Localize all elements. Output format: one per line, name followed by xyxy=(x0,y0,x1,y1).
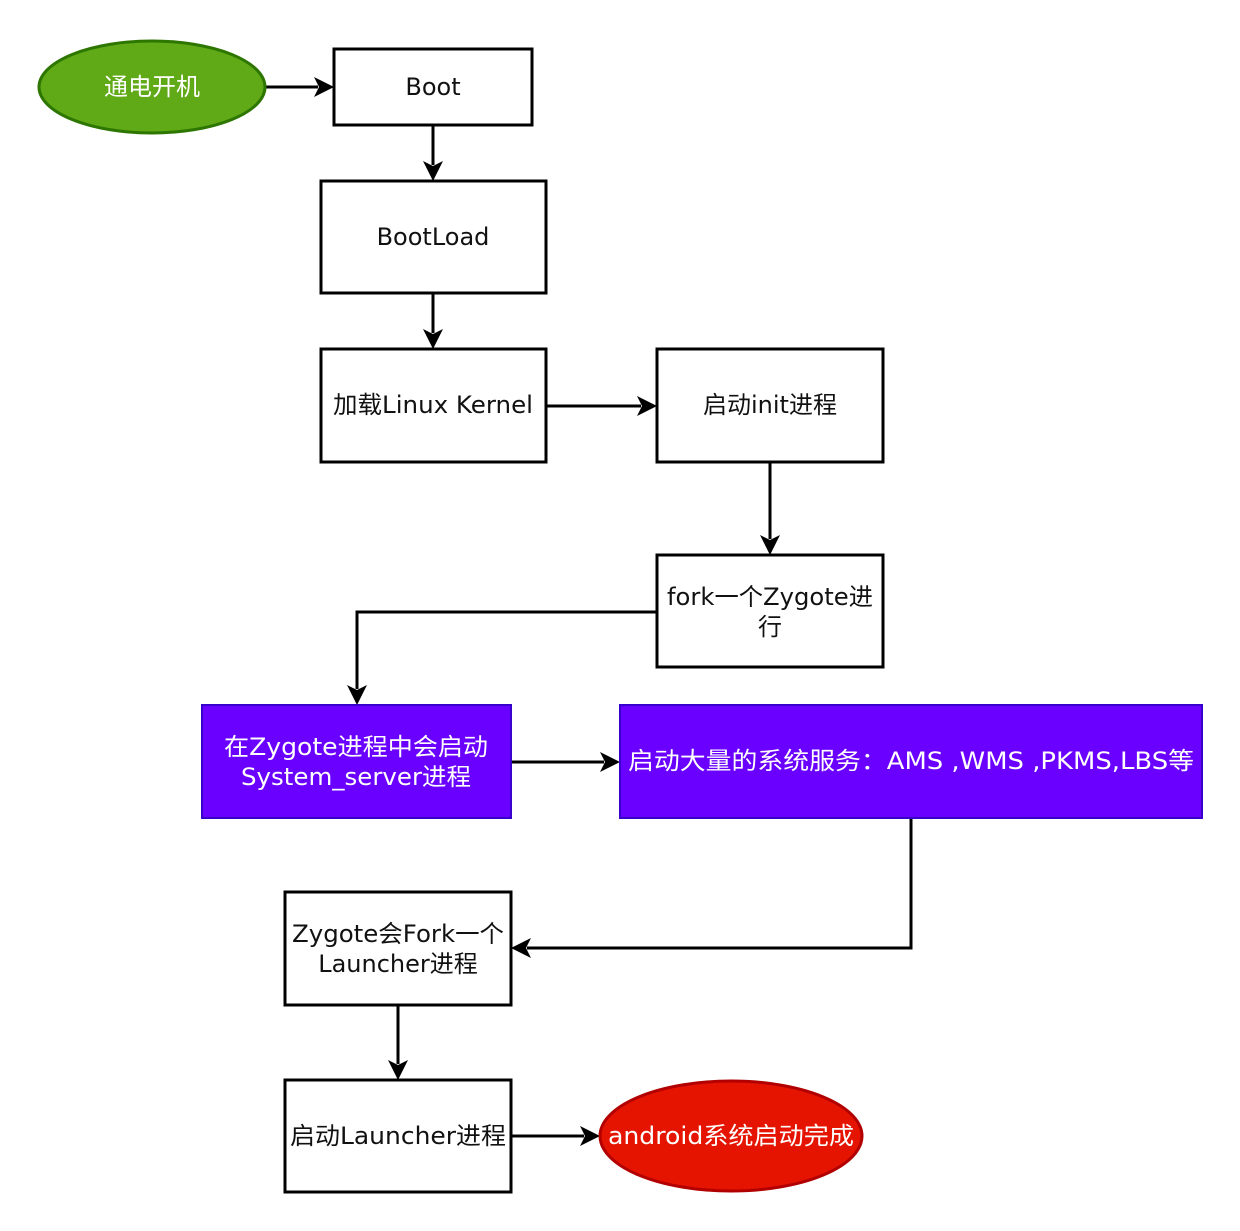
node-power-on: 通电开机 xyxy=(37,39,267,135)
node-boot-complete: android系统启动完成 xyxy=(598,1079,864,1193)
node-load-kernel: 加载Linux Kernel xyxy=(319,347,548,464)
node-bootload: BootLoad xyxy=(319,179,548,295)
edge-launcher-to-boot-complete xyxy=(511,1126,600,1146)
bootload-box xyxy=(319,179,548,295)
fork-zygote-box xyxy=(655,553,885,669)
boot-label: Boot xyxy=(405,73,460,101)
node-start-system-server: 在Zygote进程中会启动 System_server进程 xyxy=(201,704,512,819)
edges xyxy=(266,77,913,1146)
node-boot: Boot xyxy=(332,47,534,127)
edge-init-to-fork-zygote xyxy=(760,462,780,555)
power-on-label: 通电开机 xyxy=(104,73,200,101)
edge-system-server-to-services xyxy=(511,752,620,772)
boot-box xyxy=(332,47,534,127)
start-services-label: 启动大量的系统服务：AMS ,WMS ,PKMS,LBS等 xyxy=(628,747,1194,775)
power-on-ellipse xyxy=(37,39,267,135)
load-kernel-box xyxy=(319,347,548,464)
fork-launcher-label-line-2: Launcher进程 xyxy=(318,950,478,978)
edge-bootload-to-kernel xyxy=(423,293,443,349)
load-kernel-label: 加载Linux Kernel xyxy=(333,391,533,419)
node-start-init: 启动init进程 xyxy=(655,347,885,464)
edge-kernel-to-init xyxy=(546,396,657,416)
edge-services-to-fork-launcher xyxy=(511,818,913,958)
node-fork-zygote: fork一个Zygote进 行 xyxy=(655,553,885,669)
node-fork-launcher: Zygote会Fork一个 Launcher进程 xyxy=(283,890,513,1007)
start-system-server-label-line-2: System_server进程 xyxy=(241,763,471,791)
edge-fork-launcher-to-start-launcher xyxy=(388,1005,408,1080)
start-services-box xyxy=(619,704,1203,819)
edge-boot-to-bootload xyxy=(423,125,443,181)
edge-power-on-to-boot xyxy=(266,77,334,97)
start-init-box xyxy=(655,347,885,464)
fork-zygote-label-line-1: fork一个Zygote进 xyxy=(667,583,873,611)
fork-launcher-label-line-1: Zygote会Fork一个 xyxy=(292,920,504,948)
node-start-launcher: 启动Launcher进程 xyxy=(283,1078,513,1194)
fork-launcher-box xyxy=(283,890,513,1007)
fork-zygote-label-line-2: 行 xyxy=(758,613,782,641)
start-launcher-box xyxy=(283,1078,513,1194)
start-system-server-label-line-1: 在Zygote进程中会启动 xyxy=(224,733,488,761)
start-launcher-label: 启动Launcher进程 xyxy=(290,1122,506,1150)
bootload-label: BootLoad xyxy=(377,223,490,251)
edge-fork-zygote-to-system-server xyxy=(347,610,657,705)
boot-complete-ellipse xyxy=(598,1079,864,1193)
start-init-label: 启动init进程 xyxy=(703,391,837,419)
start-system-server-box xyxy=(201,704,512,819)
boot-complete-label: android系统启动完成 xyxy=(608,1122,854,1150)
node-start-services: 启动大量的系统服务：AMS ,WMS ,PKMS,LBS等 xyxy=(619,704,1203,819)
